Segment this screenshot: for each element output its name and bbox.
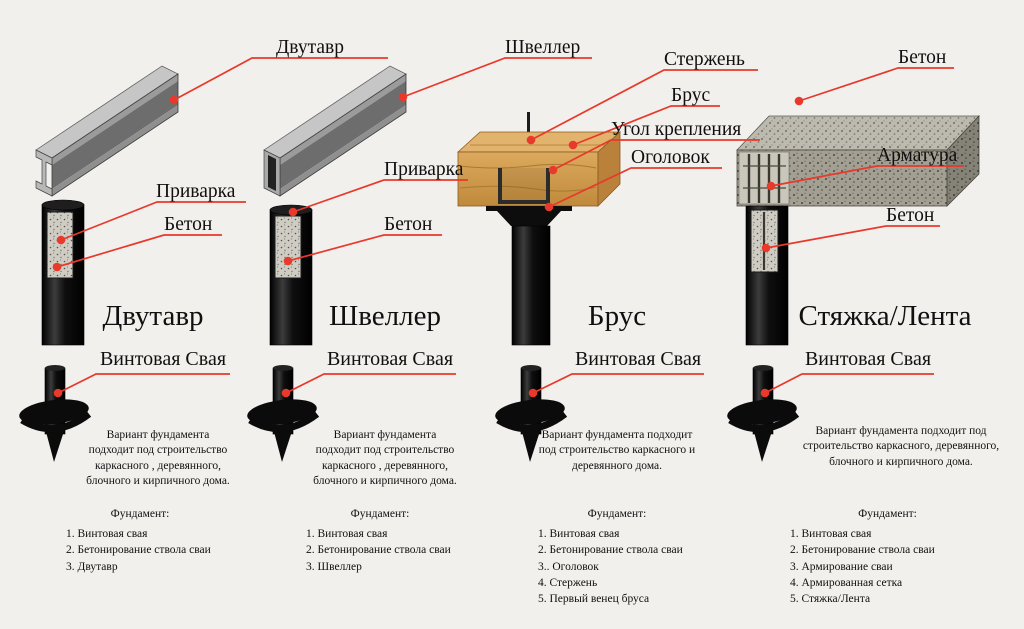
pile-graphic-2 [269,204,313,346]
screw-tip-graphic-4 [726,365,798,462]
foundation-list-item: 2. Бетонирование ствола сваи [66,544,211,557]
column-description-4: Вариант фундамента подходит под строител… [802,425,1000,468]
callout-label-weld-2: Приварка [384,159,464,180]
foundation-list-item: 1. Винтовая свая [66,528,148,540]
foundation-list-item: 1. Винтовая свая [538,528,620,540]
column-description-2: Вариант фундамента подходит под строител… [313,429,457,488]
column-description-3: Вариант фундамента подходит под строител… [538,429,696,472]
screw-pile-label-1: Винтовая Свая [99,348,227,370]
foundation-list-item: 2. Бетонирование ствола сваи [306,544,451,557]
foundation-list-item: 3. Швеллер [306,560,362,573]
foundation-heading-3: Фундамент: [587,508,647,520]
column-title-ibeam: Двутавр [102,300,204,332]
callout-label-cap: Оголовок [631,147,710,168]
pile-graphic-3 [511,225,551,346]
column-description-1: Вариант фундамента подходит под строител… [86,429,230,488]
foundation-list-item: 5. Первый венец бруса [538,593,650,606]
screw-pile-label-3: Винтовая Свая [574,348,702,370]
callout-label-concrete-4: Бетон [886,205,935,226]
callout-label-weld-1: Приварка [156,181,236,202]
callout-label-bracket: Угол крепления [611,119,742,140]
foundation-list-3: 1. Винтовая свая 2. Бетонирование ствола … [538,526,700,608]
foundation-list-item: 2. Бетонирование ствола сваи [790,544,935,557]
pile-graphic-1 [41,199,85,346]
foundation-list-item: 1. Винтовая свая [790,528,872,540]
ibeam-graphic [35,65,179,197]
foundation-list-item: 3. Армирование сваи [790,560,893,573]
foundation-list-item: 4. Стержень [538,576,598,589]
timber-graphic [456,112,622,207]
screw-pile-label-2: Винтовая Свая [326,348,454,370]
foundation-heading-4: Фундамент: [858,508,917,520]
callout-label-timber: Брус [671,85,711,106]
foundation-list-item: 5. Стяжка/Лента [790,593,871,606]
foundation-heading-1: Фундамент: [110,508,170,520]
concrete-strip-graphic [736,114,980,207]
channel-graphic [263,65,407,197]
callout-label-rod: Стержень [664,49,745,70]
pile-graphic-4 [745,205,789,346]
foundation-heading-2: Фундамент: [350,508,410,520]
column-title-strip: Стяжка/Лента [798,300,972,332]
screw-tip-graphic-1 [18,365,90,462]
callout-lines [52,57,964,398]
screw-tip-graphic-2 [246,365,318,462]
column-title-timber: Брус [587,300,647,332]
foundation-list-item: 2. Бетонирование ствола сваи [538,544,683,557]
pile-cap-graphic [486,206,572,226]
callout-label-channel: Швеллер [505,37,581,58]
foundation-list-1: 1. Винтовая свая 2. Бетонирование ствола … [66,526,216,575]
foundation-list-item: 3. Двутавр [66,560,118,573]
foundation-list-item: 4. Армированная сетка [790,576,903,589]
callout-label-concrete-2: Бетон [384,214,433,235]
foundation-list-4: 1. Винтовая свая 2. Бетонирование ствола … [790,526,1005,608]
callout-label-ibeam: Двутавр [276,37,344,58]
foundation-list-2: 1. Винтовая свая 2. Бетонирование ствола … [306,526,456,575]
callout-label-concrete-1: Бетон [164,214,213,235]
foundation-list-item: 1. Винтовая свая [306,528,388,540]
callout-label-rebar: Арматура [877,145,958,166]
screw-pile-label-4: Винтовая Свая [804,348,932,370]
column-title-channel: Швеллер [329,300,441,332]
foundation-list-item: 3.. Оголовок [538,560,599,573]
callout-label-concrete-top: Бетон [898,47,947,68]
